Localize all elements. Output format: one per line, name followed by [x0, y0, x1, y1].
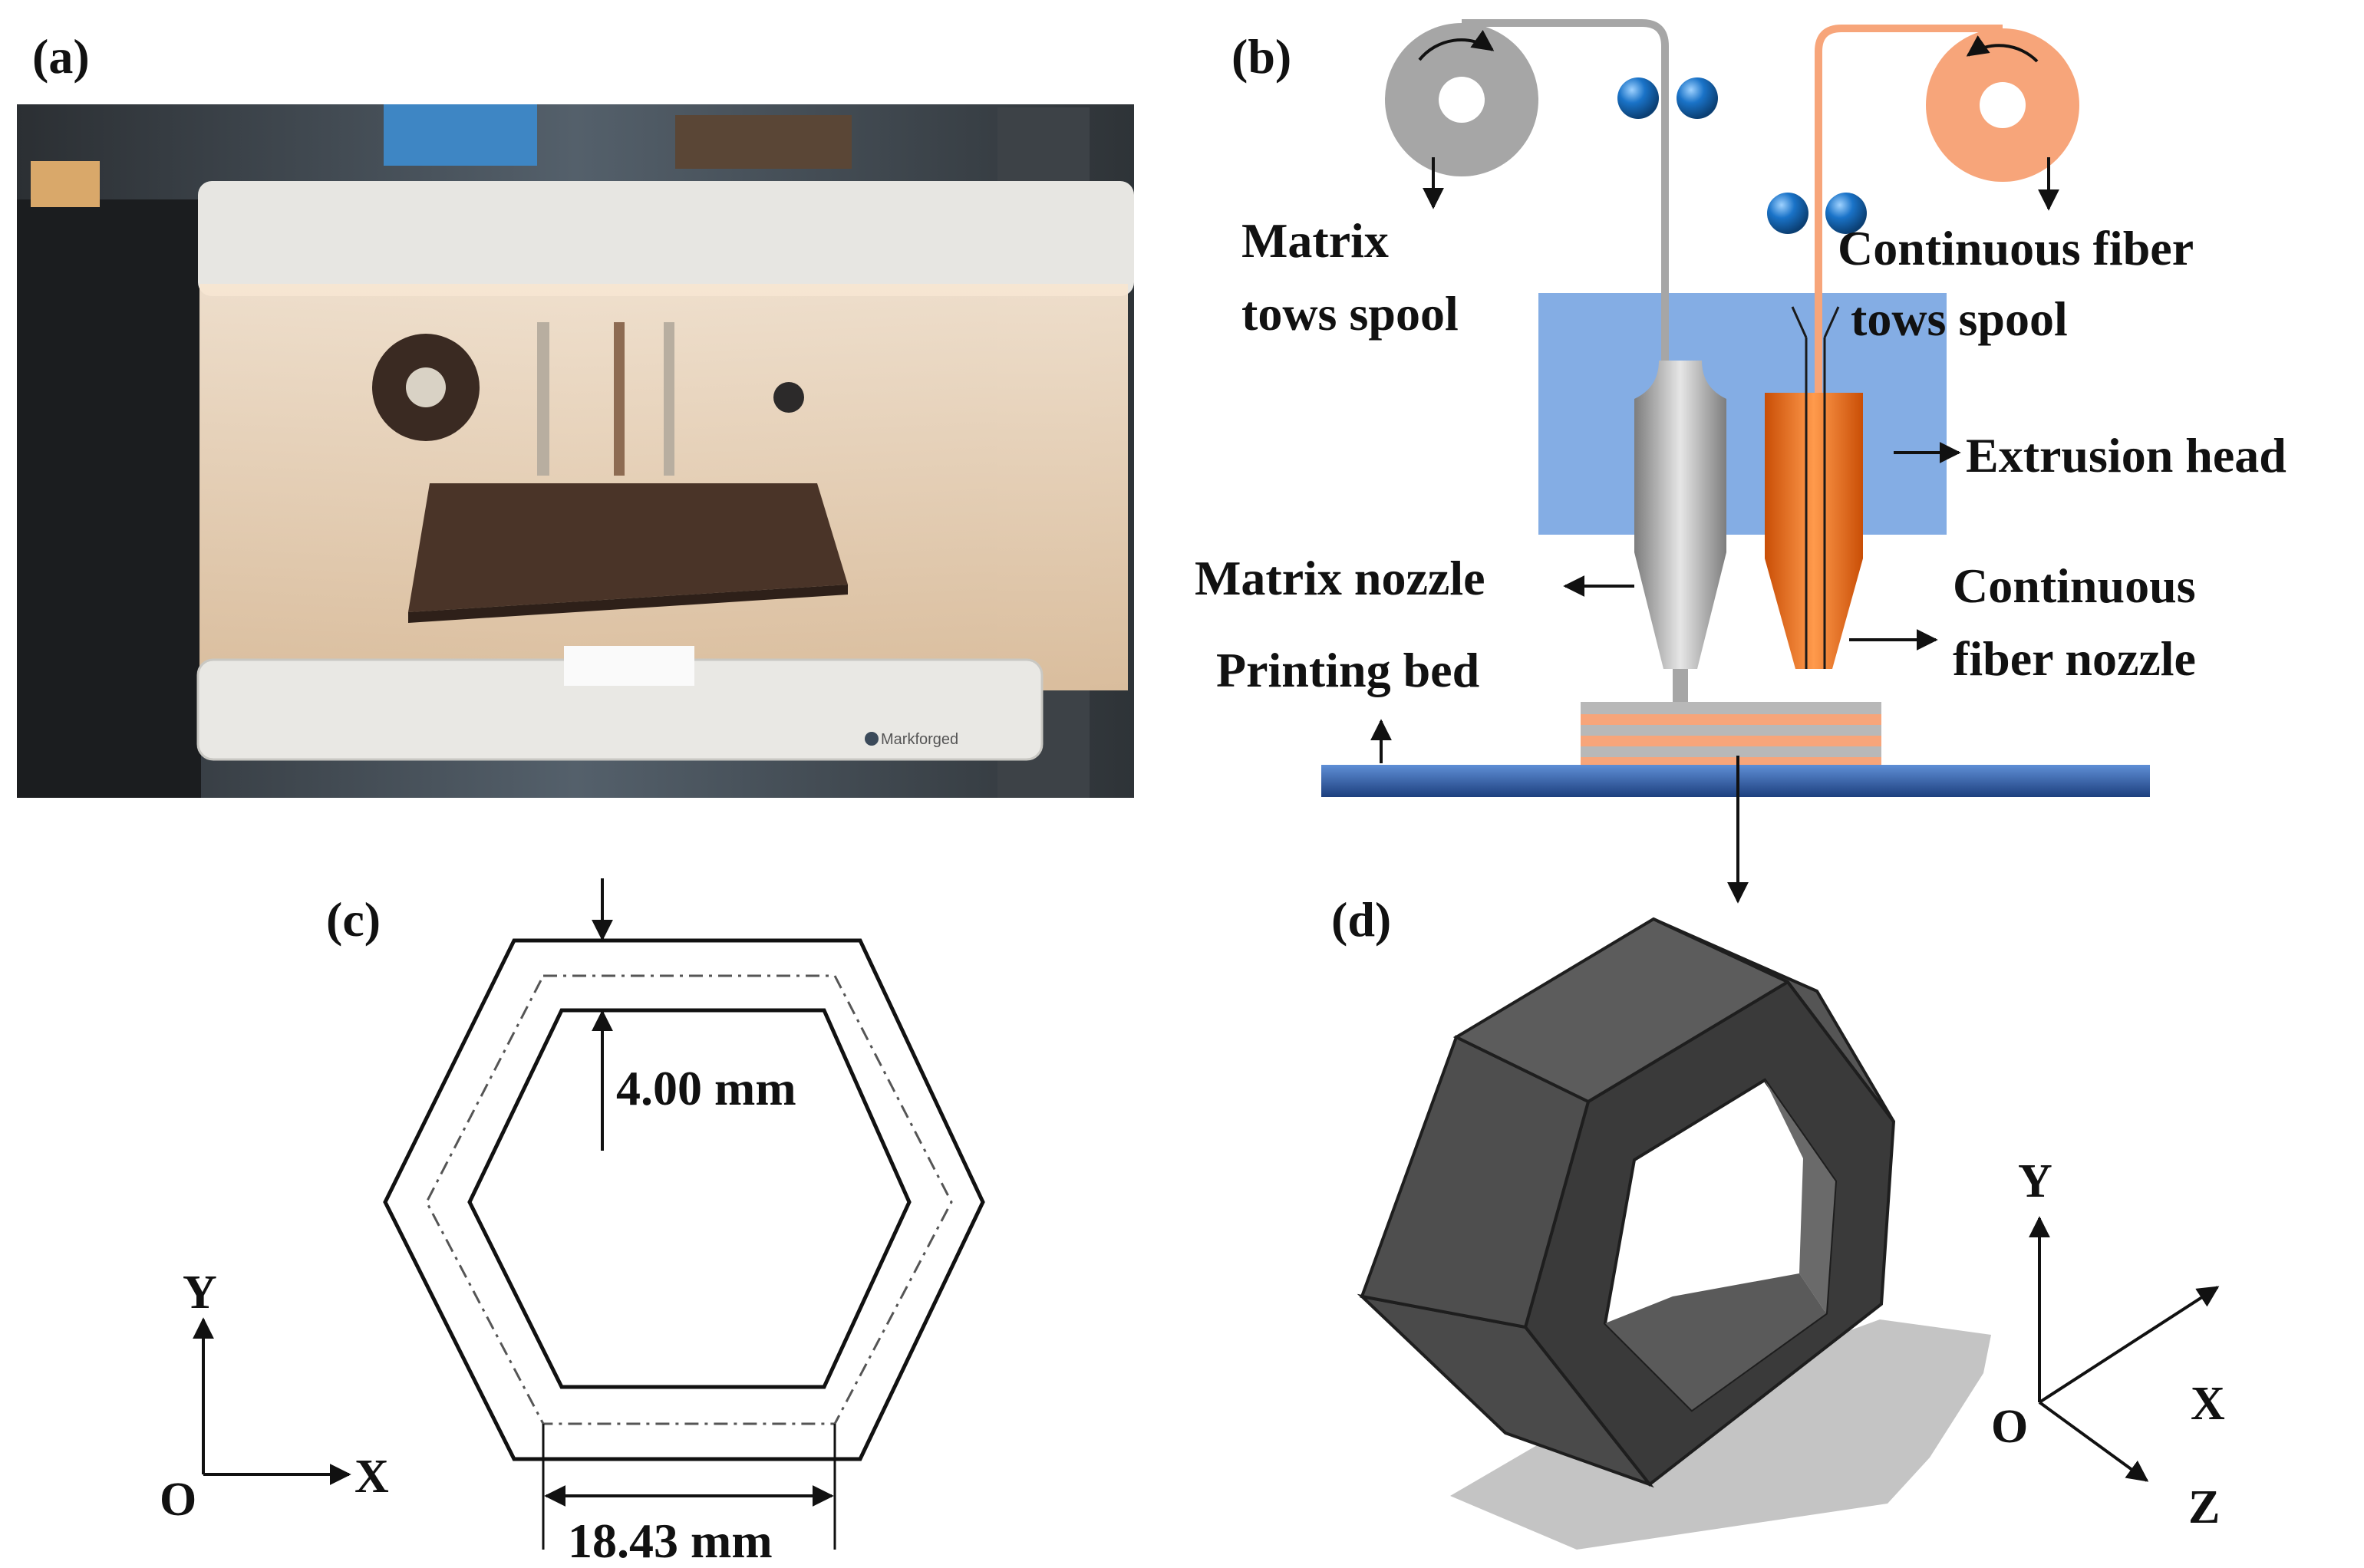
printer-photo: Markforged	[17, 104, 1134, 798]
panel-label-d: (d)	[1331, 892, 1391, 947]
thickness-dimension: 4.00 mm	[616, 1061, 796, 1115]
hexagon-2d-drawing: 4.00 mm 18.43 mm Y X O	[160, 878, 985, 1568]
axis-y-label-3d: Y	[2018, 1155, 2052, 1207]
fiber-spool-label-1: Continuous fiber	[1838, 221, 2194, 275]
axis-x-label-2d: X	[354, 1451, 389, 1503]
matrix-roller-left	[1617, 77, 1659, 119]
hexagon-shadow	[1450, 1319, 1991, 1550]
extrusion-head-label: Extrusion head	[1966, 428, 2287, 483]
matrix-roller-right	[1677, 77, 1718, 119]
hexagon-3d-model: Y X Z O	[1357, 917, 2225, 1550]
fiber-nozzle	[1765, 393, 1863, 669]
printing-bed-label: Printing bed	[1216, 643, 1479, 697]
photo-build-plate	[408, 483, 848, 612]
matrix-nozzle	[1634, 361, 1726, 669]
printed-layers	[1581, 702, 1881, 766]
hexagon-midline	[425, 974, 953, 1425]
origin-label-2d: O	[160, 1474, 196, 1526]
axis-y-label-2d: Y	[183, 1267, 217, 1319]
fiber-nozzle-label-1: Continuous	[1953, 558, 2196, 613]
panel-label-c: (c)	[326, 892, 381, 947]
matrix-spool-label-1: Matrix	[1241, 213, 1389, 268]
hexagon-outer	[383, 938, 985, 1461]
printing-bed	[1321, 765, 2150, 797]
panel-label-b: (b)	[1231, 29, 1291, 84]
fiber-spool-label-2: tows spool	[1851, 292, 2068, 346]
printer-logo	[865, 732, 879, 746]
fiber-roller-right	[1825, 193, 1867, 234]
origin-label-3d: O	[1991, 1401, 2028, 1453]
axis-x-label-3d: X	[2191, 1378, 2225, 1430]
axis-z-label-3d: Z	[2188, 1481, 2220, 1533]
fiber-nozzle-label-2: fiber nozzle	[1953, 631, 2196, 686]
printing-schematic: Matrix tows spool Continuous fiber tows …	[1195, 19, 2287, 904]
panel-label-a: (a)	[32, 29, 90, 84]
printer-brand: Markforged	[881, 731, 958, 748]
matrix-spool-label-2: tows spool	[1241, 286, 1459, 341]
matrix-nozzle-label: Matrix nozzle	[1195, 551, 1485, 605]
fiber-roller-left	[1767, 193, 1808, 234]
hexagon-inner	[467, 1008, 912, 1389]
extrusion-head-block	[1538, 293, 1947, 535]
side-length-dimension: 18.43 mm	[568, 1514, 773, 1568]
